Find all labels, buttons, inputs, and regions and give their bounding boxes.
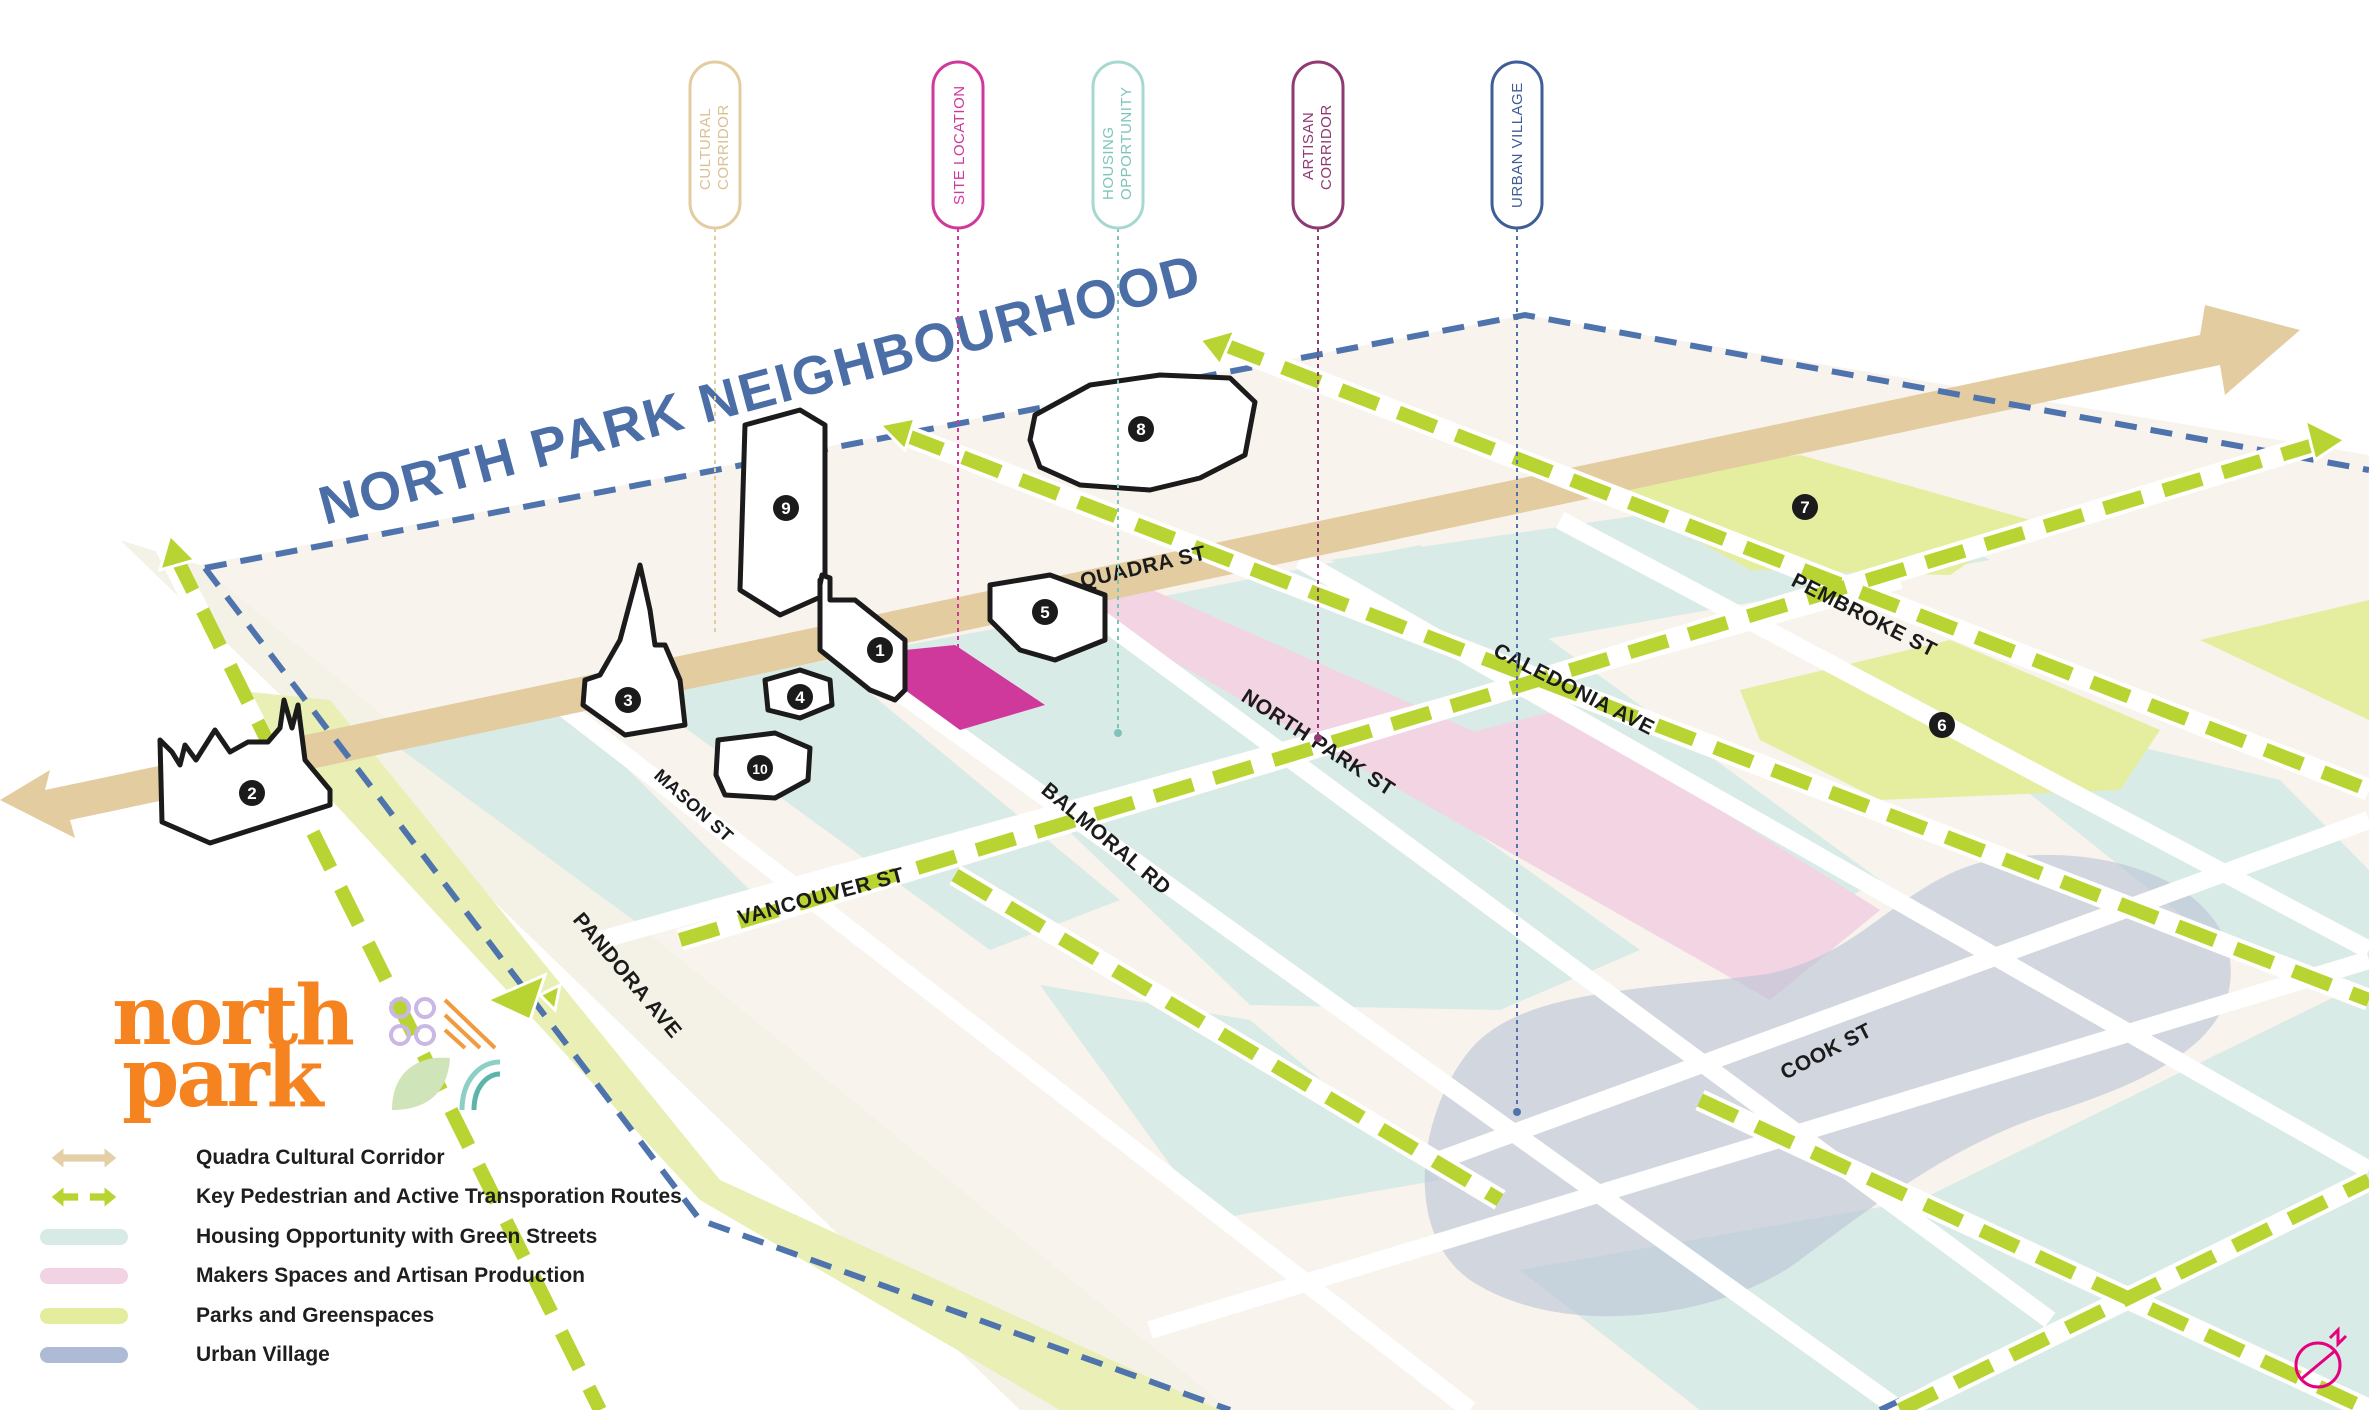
- double-arrow-icon: [51, 1148, 117, 1168]
- landmark-2-building: [157, 697, 333, 846]
- landmark-3-marker: 3: [615, 687, 641, 713]
- north-park-icon-mark: [389, 997, 501, 1111]
- logo-word-north: north: [112, 968, 355, 1064]
- callout-urban-village: URBAN VILLAGE: [1490, 60, 1544, 1116]
- makers-spaces-zone-2: [1400, 710, 1880, 1000]
- outer-ground: [120, 540, 1230, 1410]
- legend-label: Key Pedestrian and Active Transporation …: [196, 1185, 682, 1209]
- legend-label: Housing Opportunity with Green Streets: [196, 1224, 598, 1248]
- landmark-8-marker: 8: [1128, 416, 1154, 442]
- landmark-10-marker: 10: [747, 755, 773, 781]
- callout-artisan-corridor: ARTISAN CORRIDOR: [1291, 60, 1345, 742]
- makers-swatch: [40, 1268, 128, 1285]
- legend-label: Parks and Greenspaces: [196, 1303, 435, 1327]
- north-arrow-icon: [2294, 1326, 2348, 1389]
- landmark-4-marker: 4: [787, 684, 813, 710]
- legend-item-parks: Parks and Greenspaces: [40, 1296, 682, 1336]
- landmark-2-marker: 2: [239, 780, 265, 806]
- landmark-9-marker: 9: [773, 495, 799, 521]
- callout-cultural-corridor: CULTURAL CORRIDOR: [688, 60, 742, 635]
- neighbourhood-boundary-west: [202, 566, 1232, 1410]
- landmark-6-marker: 6: [1929, 712, 1955, 738]
- parks-swatch: [40, 1307, 128, 1324]
- legend-item-urban-village: Urban Village: [40, 1336, 682, 1376]
- svg-text:3: 3: [623, 691, 632, 710]
- callouts: CULTURAL CORRIDOR SITE LOCATION HOUSING …: [688, 60, 1544, 1116]
- landmark-1-building: [817, 572, 908, 703]
- landmark-1-marker: 1: [867, 637, 893, 663]
- svg-text:CORRIDOR: CORRIDOR: [1318, 104, 1335, 190]
- svg-text:7: 7: [1800, 498, 1809, 517]
- park-east: [2200, 600, 2369, 720]
- map-legend: Quadra Cultural Corridor Key Pedestrian …: [40, 1138, 682, 1375]
- legend-item-pedestrian-routes: Key Pedestrian and Active Transporation …: [40, 1178, 682, 1218]
- pedestrian-routes: [155, 327, 2369, 1410]
- double-arrow-dashed-icon: [51, 1187, 117, 1207]
- legend-item-cultural-corridor: Quadra Cultural Corridor: [40, 1138, 682, 1178]
- legend-label: Makers Spaces and Artisan Production: [196, 1264, 586, 1288]
- svg-text:4: 4: [795, 688, 805, 707]
- svg-text:8: 8: [1136, 420, 1145, 439]
- svg-text:1: 1: [875, 641, 884, 660]
- svg-text:10: 10: [752, 761, 768, 777]
- callout-housing-opportunity: HOUSING OPPORTUNITY: [1091, 60, 1145, 737]
- legend-item-makers: Makers Spaces and Artisan Production: [40, 1257, 682, 1297]
- landmark-markers: 1 2 3 4 5 6 7 8 9 10: [239, 416, 1955, 806]
- landmark-5-marker: 5: [1032, 599, 1058, 625]
- landmark-buildings: [157, 372, 1258, 846]
- landmark-7-marker: 7: [1792, 494, 1818, 520]
- neighbourhood-boundary: [204, 311, 2369, 571]
- svg-text:OPPORTUNITY: OPPORTUNITY: [1118, 86, 1135, 200]
- urban-village-swatch: [40, 1347, 128, 1364]
- legend-item-housing: Housing Opportunity with Green Streets: [40, 1217, 682, 1257]
- svg-text:SITE LOCATION: SITE LOCATION: [951, 85, 968, 205]
- svg-text:5: 5: [1040, 603, 1049, 622]
- svg-text:HOUSING: HOUSING: [1100, 126, 1117, 200]
- callout-site-location: SITE LOCATION: [931, 60, 985, 682]
- legend-label: Urban Village: [196, 1343, 330, 1367]
- streets-nwse: [554, 512, 2369, 1410]
- svg-text:2: 2: [247, 784, 256, 803]
- svg-text:6: 6: [1937, 716, 1946, 735]
- svg-text:CORRIDOR: CORRIDOR: [715, 104, 732, 190]
- landmark-3-building: [580, 562, 688, 738]
- logo-word-park: park: [122, 1030, 324, 1126]
- legend-label: Quadra Cultural Corridor: [196, 1145, 445, 1169]
- quadra-cultural-corridor: [0, 305, 2300, 838]
- svg-text:9: 9: [781, 499, 790, 518]
- svg-text:URBAN VILLAGE: URBAN VILLAGE: [1509, 82, 1526, 208]
- housing-swatch: [40, 1228, 128, 1245]
- site-location-block: [905, 645, 1045, 730]
- north-park-logo: north park: [112, 968, 355, 1126]
- svg-text:ARTISAN: ARTISAN: [1300, 112, 1317, 180]
- svg-text:CULTURAL: CULTURAL: [697, 108, 714, 190]
